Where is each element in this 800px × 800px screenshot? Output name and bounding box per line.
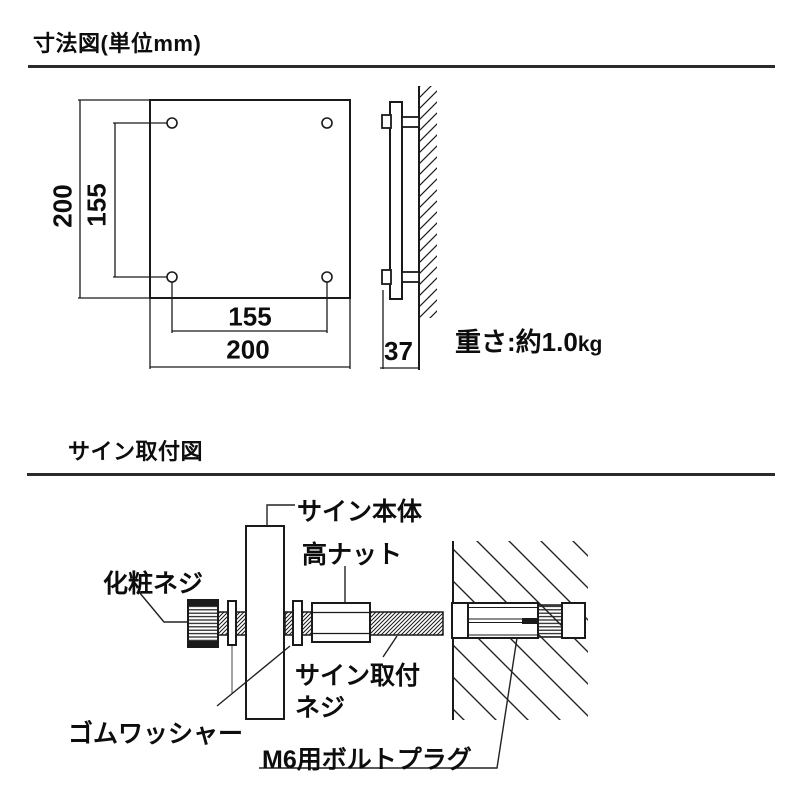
- decorative-screw-shape: [187, 599, 219, 648]
- dim-overall-width: 200: [226, 334, 270, 365]
- leader-bolt-plug: [259, 637, 518, 769]
- weight-note: 重さ:約1.0kg: [455, 322, 602, 359]
- installation-diagram: [138, 504, 588, 769]
- leader-rubber-washer-right: [216, 645, 291, 707]
- weight-text: 重さ:約1.0: [455, 327, 578, 357]
- rubber-washers: [227, 600, 303, 646]
- label-rubber-washer: ゴムワッシャー: [68, 720, 244, 748]
- dimension-section-title: 寸法図(単位mm): [33, 31, 202, 56]
- dim-hole-pitch-vertical: 155: [81, 183, 112, 227]
- wall-hatch-side: [419, 86, 437, 318]
- leader-lines: [138, 504, 518, 769]
- dim-hole-pitch-horizontal: 155: [228, 301, 272, 332]
- label-sign-body: サイン本体: [297, 498, 423, 526]
- weight-unit: kg: [577, 333, 603, 356]
- leader-decorative-screw: [138, 591, 187, 623]
- bolt-plug-shape: [451, 602, 586, 639]
- label-bolt-plug: M6用ボルトプラグ: [262, 746, 472, 774]
- label-high-nut: 高ナット: [302, 541, 403, 569]
- plate-profile: [389, 101, 403, 300]
- dimension-lines: [78, 99, 351, 369]
- dimension-section-rule: [28, 65, 775, 68]
- label-mounting-screw: サイン取付 ネジ: [295, 662, 421, 722]
- side-view: [380, 86, 437, 370]
- leader-mounting-screw: [382, 635, 398, 658]
- side-view-bolts: [381, 114, 420, 285]
- front-view-plate: [78, 99, 351, 369]
- installation-section-rule: [27, 473, 775, 476]
- dim-thickness: 37: [384, 336, 413, 366]
- label-decorative-screw: 化粧ネジ: [103, 570, 204, 598]
- leader-sign-body: [266, 504, 295, 525]
- depth-dimension-lines: [380, 290, 419, 369]
- high-nut-shape: [311, 602, 371, 643]
- installation-section-title: サイン取付図: [68, 439, 204, 464]
- dim-overall-height: 200: [47, 184, 78, 228]
- sign-body-shape: [245, 525, 285, 720]
- mounting-holes: [166, 117, 333, 283]
